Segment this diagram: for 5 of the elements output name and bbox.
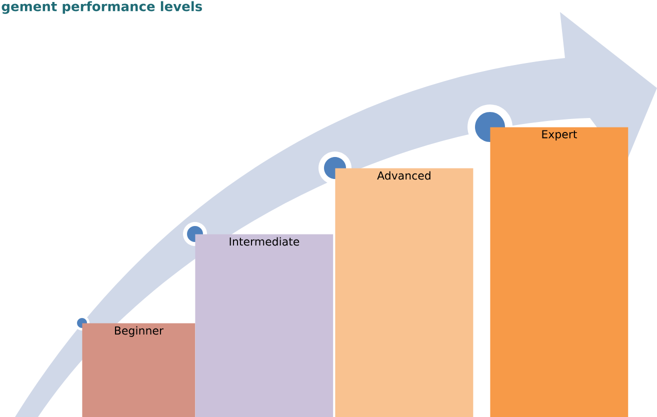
level-bar: Intermediate — [195, 234, 334, 417]
level-bar: Expert — [490, 127, 628, 417]
level-bar: Beginner — [82, 323, 196, 417]
title: gement performance levels — [2, 1, 202, 14]
level-bar: Advanced — [335, 168, 474, 417]
